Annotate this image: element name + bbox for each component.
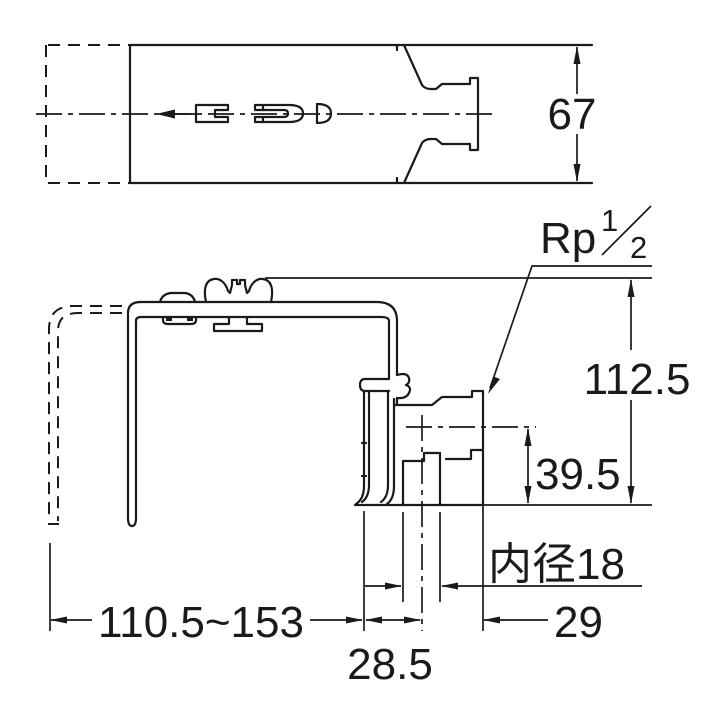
dim-total-height-label: 112.5 bbox=[584, 355, 691, 404]
thread-label-prefix: Rp bbox=[540, 214, 596, 263]
dim-39-5: 39.5 bbox=[524, 428, 621, 504]
riser-tube bbox=[354, 389, 396, 506]
flow-direction-arrow bbox=[156, 109, 197, 119]
internal-plug-part bbox=[315, 102, 333, 125]
dim-67: 67 bbox=[547, 46, 599, 182]
spout-pipe-and-arm bbox=[126, 300, 399, 528]
mount-bracket-tab bbox=[358, 377, 391, 393]
dim-inlet-offset-label: 29 bbox=[554, 598, 603, 647]
side-view-phantom-spout bbox=[48, 305, 122, 525]
extension-lines bbox=[49, 277, 652, 631]
thread-label-group: Rp 1 2 bbox=[488, 203, 652, 394]
internal-cartridge-part bbox=[253, 103, 305, 124]
clamp-screw bbox=[395, 372, 412, 407]
thread-leader-line bbox=[488, 265, 652, 394]
internal-clevis-part bbox=[194, 103, 230, 124]
thread-label-denominator: 2 bbox=[630, 230, 647, 265]
side-view: Rp 1 2 112.5 bbox=[48, 203, 701, 689]
mount-block bbox=[353, 389, 485, 507]
top-view: 67 bbox=[36, 43, 599, 185]
dim-110-5-153: 110.5~153 bbox=[50, 598, 363, 647]
dim-112-5: 112.5 bbox=[573, 279, 701, 504]
dim-inlet-height-label: 39.5 bbox=[535, 450, 621, 499]
thread-label-numerator: 1 bbox=[601, 203, 618, 238]
dim-29: 29 bbox=[483, 598, 603, 647]
dim-inner-diameter-label: 内径18 bbox=[488, 540, 625, 589]
dim-28-5: 28.5 bbox=[347, 616, 433, 689]
dim-inner-diameter: 内径18 bbox=[365, 540, 642, 590]
dim-body-height-label: 67 bbox=[548, 90, 597, 139]
handle bbox=[203, 277, 274, 333]
top-view-body-outline bbox=[128, 43, 594, 185]
dim-spout-reach-label: 110.5~153 bbox=[98, 598, 304, 647]
top-view-internal-parts bbox=[156, 102, 333, 125]
dim-outlet-offset-label: 28.5 bbox=[347, 640, 433, 689]
arm-union-nut bbox=[158, 291, 198, 326]
